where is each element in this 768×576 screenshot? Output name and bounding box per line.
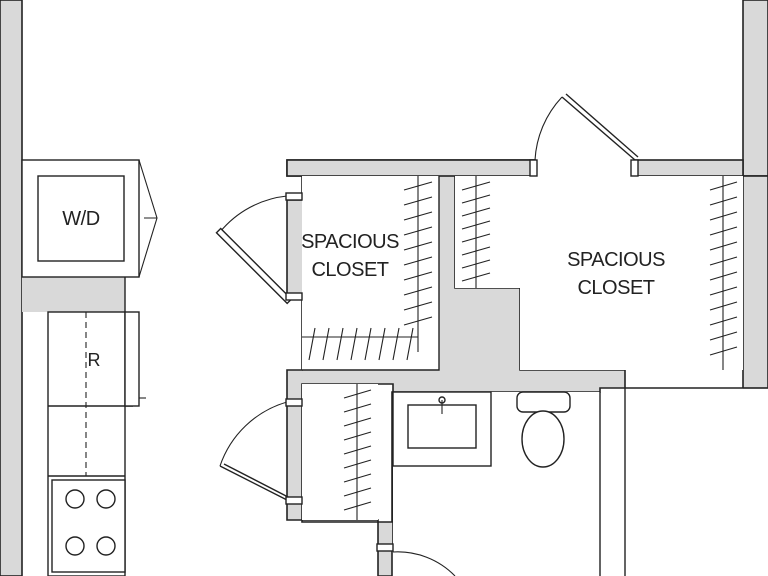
hanger-mark: [364, 327, 372, 361]
hanger-mark: [350, 327, 358, 361]
burner-icon: [65, 489, 85, 509]
left-closet-label-line1: SPACIOUS: [301, 231, 399, 253]
small-closet-door-leaf-inner: [223, 463, 291, 499]
toilet-tank: [516, 391, 571, 413]
bath-door-swing: [392, 551, 456, 576]
left-closet-interior: [302, 176, 439, 370]
right-closet-door-leaf: [561, 96, 636, 161]
right-closet-label-line2: CLOSET: [577, 277, 654, 299]
hanger-mark: [336, 327, 344, 361]
left-top-wall: [286, 159, 536, 177]
washer-dryer-door: [138, 159, 158, 278]
left-closet-outline: [302, 176, 440, 371]
burner-icon: [96, 536, 116, 556]
right-closet-shelving: [475, 176, 724, 370]
small-closet-left-wall: [286, 401, 303, 501]
hanger-mark: [378, 327, 386, 361]
small-closet-interior: [302, 384, 378, 520]
hanger-mark: [403, 211, 433, 221]
door-jamb: [285, 398, 303, 407]
toilet-bowl: [521, 410, 565, 468]
hanger-mark: [403, 241, 433, 251]
hanger-mark: [403, 196, 433, 206]
hanger-mark: [403, 301, 433, 311]
hanger-mark: [406, 327, 414, 361]
hanger-mark: [403, 286, 433, 296]
door-jamb: [285, 496, 303, 505]
bath-right-space: [625, 388, 743, 576]
hanger-mark: [403, 181, 433, 191]
left-closet-door-swing: [219, 195, 288, 233]
hanger-mark: [403, 316, 433, 326]
left-closet-door-leaf: [215, 227, 293, 305]
right-lower-wall: [742, 175, 768, 389]
right-closet-label-line1: SPACIOUS: [567, 249, 665, 271]
refrigerator-label: R: [88, 350, 101, 370]
refrigerator-door: [124, 311, 140, 407]
hanger-mark: [403, 226, 433, 236]
hanger-mark: [308, 327, 316, 361]
burner-icon: [96, 489, 116, 509]
left-closet-label-line2: CLOSET: [311, 259, 388, 281]
right-closet-top-wall: [634, 159, 744, 177]
door-jamb: [285, 292, 303, 301]
right-closet-door-swing: [534, 96, 563, 161]
hanger-mark: [403, 271, 433, 281]
door-jamb: [285, 192, 303, 201]
kitchen-wall-strip: [22, 277, 125, 312]
hanger-mark: [403, 256, 433, 266]
burner-icon: [65, 536, 85, 556]
door-jamb: [630, 159, 639, 177]
hanger-mark: [322, 327, 330, 361]
right-closet-interior: [455, 176, 743, 370]
right-closet-door-leaf-inner: [565, 93, 639, 158]
washer-dryer-unit: [37, 175, 125, 262]
left-exterior-wall: [0, 0, 23, 576]
right-exterior-wall: [742, 0, 768, 177]
hanger-mark: [392, 327, 400, 361]
door-jamb: [376, 543, 394, 552]
washer-dryer-label: W/D: [62, 208, 99, 230]
small-closet-door-swing: [219, 401, 288, 467]
door-jamb: [529, 159, 538, 177]
left-closet-shelving: [302, 176, 419, 352]
small-closet-door-leaf: [219, 465, 288, 501]
